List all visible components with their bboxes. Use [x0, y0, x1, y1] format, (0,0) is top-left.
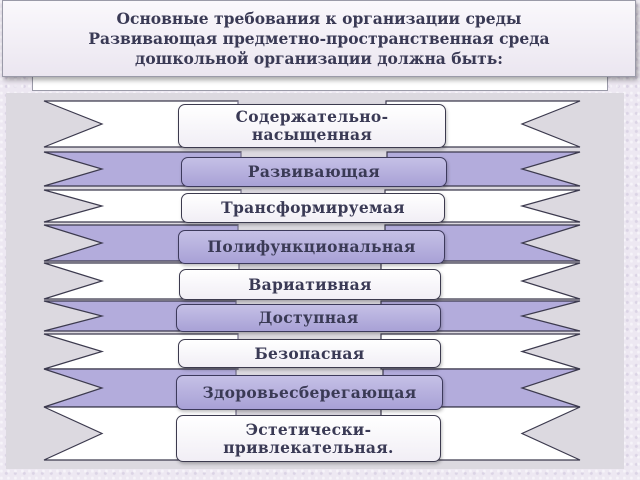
requirement-label: Эстетически-привлекательная. — [176, 415, 441, 462]
requirement-label: Трансформируемая — [181, 193, 445, 223]
requirement-label: Полифункциональная — [178, 230, 445, 264]
requirement-label: Доступная — [176, 304, 441, 332]
requirement-label: Содержательно-насыщенная — [178, 104, 446, 148]
title-underbar — [32, 77, 608, 91]
title-line-2: Развивающая предметно-пространственная с… — [88, 28, 550, 48]
title-box: Основные требования к организации среды … — [2, 0, 636, 77]
requirement-label: Безопасная — [178, 339, 441, 368]
title-line-3: дошкольной организации должна быть: — [135, 48, 503, 68]
title-line-1: Основные требования к организации среды — [116, 8, 522, 28]
requirement-label: Здоровьесберегающая — [176, 375, 443, 410]
requirement-label: Вариативная — [179, 269, 441, 300]
requirement-label: Развивающая — [181, 157, 447, 187]
